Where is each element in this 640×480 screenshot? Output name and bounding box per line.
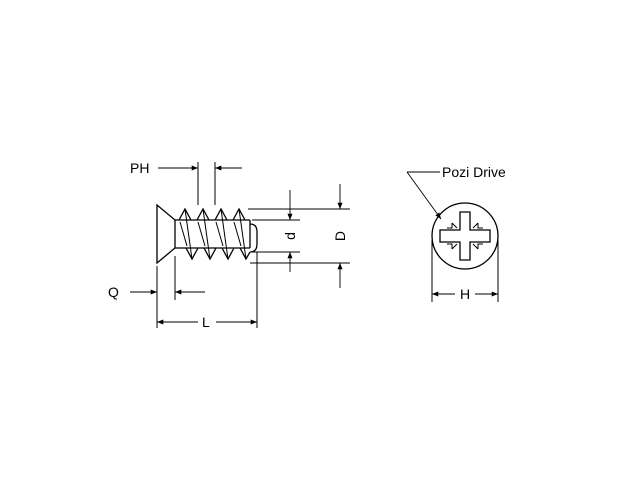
pozi-drive-ticks [451, 222, 479, 250]
pitch-label: PH [130, 160, 149, 176]
length-label: L [202, 314, 210, 330]
screw-end-view: Pozi Drive H [406, 164, 506, 302]
head-diameter-label: H [460, 286, 470, 302]
screw-side-view: PH Q L d D [108, 160, 350, 330]
screw-head-circle [431, 202, 499, 270]
screw-head [156, 203, 176, 265]
pozi-drive-label: Pozi Drive [442, 164, 506, 180]
thread-crests-bottom [185, 247, 251, 261]
inner-diameter-label: d [282, 232, 298, 240]
thread-crests-top [178, 207, 246, 221]
thread-helix [184, 208, 247, 260]
head-height-label: Q [108, 284, 119, 300]
screw-tip [249, 220, 258, 253]
pozi-drive-leader [406, 171, 442, 220]
outer-diameter-label: D [332, 231, 348, 241]
pozi-drive-cross [439, 211, 491, 261]
